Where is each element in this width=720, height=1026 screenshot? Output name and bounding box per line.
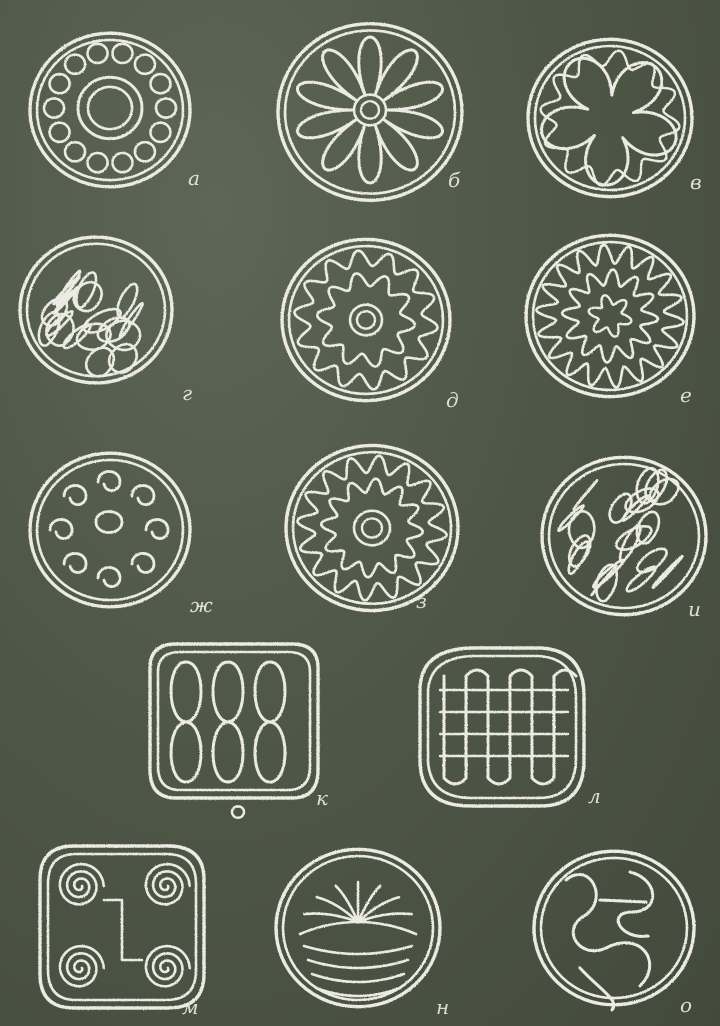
- figure-zh-hook: [132, 486, 154, 505]
- figure-zh-outer-ring: [30, 453, 190, 607]
- figure-a-loop: [112, 153, 132, 172]
- figure-a-loop: [44, 98, 64, 117]
- figure-zh-hook: [98, 472, 120, 491]
- figure-z-wave-mid: [321, 479, 423, 578]
- figure-label-a: а: [188, 168, 200, 188]
- figure-v-outer-ring: [528, 39, 692, 196]
- figure-zh-hook: [64, 486, 86, 505]
- figure-n-arc: [312, 974, 404, 982]
- figure-o-inner-ring: [541, 858, 687, 998]
- figure-k-eight: [171, 662, 201, 782]
- figure-k-eight: [213, 662, 243, 782]
- figure-m-spiral: [60, 946, 104, 986]
- figure-a-loop: [88, 153, 108, 172]
- figure-a-loop: [112, 44, 132, 63]
- figure-l-serpentine-vertical: [444, 670, 576, 784]
- figure-z-outer-ring: [286, 445, 458, 610]
- figure-a-loop: [150, 123, 170, 142]
- figure-d-wave-mid: [317, 274, 414, 367]
- figure-i-scribble: [574, 480, 598, 509]
- figure-m-connector: [104, 900, 142, 960]
- figure-b-outer-ring: [278, 24, 462, 201]
- figure-g-inner-ring: [27, 244, 165, 376]
- figure-m-spiral: [146, 946, 190, 986]
- figure-a-loop: [135, 142, 155, 161]
- figure-b-center: [354, 95, 386, 126]
- figure-label-v: в: [690, 172, 702, 192]
- figure-zh-center: [96, 512, 122, 533]
- figure-n-fan-ray: [300, 922, 358, 934]
- figure-e-outer-ring: [526, 235, 694, 396]
- figure-n-arc: [304, 946, 412, 954]
- figure-k-tail-loop: [232, 806, 244, 818]
- figure-k-eight: [255, 662, 285, 782]
- figure-zh-hook: [98, 568, 120, 587]
- figure-label-l: л: [588, 786, 601, 806]
- figure-label-k: к: [316, 788, 328, 808]
- figure-zh-hook: [50, 520, 72, 539]
- figure-a-loop: [150, 74, 170, 93]
- figure-m-spiral: [60, 864, 104, 904]
- figure-a-loop: [156, 98, 176, 117]
- figure-label-b: б: [448, 170, 460, 190]
- figure-i-scribble: [653, 556, 683, 587]
- figure-label-z: з: [416, 591, 427, 611]
- figure-label-m: м: [182, 997, 199, 1017]
- figure-a-loop: [65, 142, 85, 161]
- figure-zh-hook: [132, 553, 154, 572]
- figure-d-center-inner: [357, 311, 375, 328]
- figure-e-inner-ring: [533, 242, 687, 390]
- figure-a-loop: [135, 55, 155, 74]
- figure-label-o: о: [680, 995, 692, 1015]
- figure-a-outer-ring: [30, 33, 190, 187]
- figure-b-center-inner: [361, 101, 379, 118]
- figure-i-scribble: [569, 511, 594, 548]
- figure-a-core-inner: [88, 87, 132, 129]
- figure-a-loop: [50, 123, 70, 142]
- figure-a-loop: [65, 55, 85, 74]
- figure-n-inner-ring: [283, 856, 433, 1000]
- figure-i-scribble: [637, 549, 666, 572]
- figure-zh-inner-ring: [37, 460, 183, 600]
- figure-d-outer-ring: [282, 239, 450, 400]
- figure-z-wave-outer: [298, 456, 447, 601]
- figure-d-wave-outer: [294, 251, 437, 390]
- figure-i-inner-ring: [549, 464, 699, 608]
- figure-b-petals: [298, 37, 443, 183]
- figure-a-loop: [50, 74, 70, 93]
- figure-label-e: е: [680, 385, 692, 405]
- figure-zh-hook: [146, 520, 168, 539]
- figure-m-spiral: [146, 864, 190, 904]
- figure-label-n: н: [436, 997, 449, 1017]
- figure-v-cross: [542, 58, 677, 185]
- figure-label-d: д: [446, 390, 459, 410]
- figure-b-inner-ring: [285, 30, 455, 193]
- figure-zh-hook: [64, 553, 86, 572]
- figure-d-inner-ring: [289, 246, 443, 394]
- figure-e-core: [589, 295, 632, 336]
- figure-e-zigzag-outer: [536, 245, 683, 388]
- figure-z-center-inner: [362, 518, 382, 537]
- figure-z-inner-ring: [293, 452, 451, 604]
- figure-z-center: [354, 511, 390, 546]
- figure-e-zigzag-inner: [562, 270, 658, 363]
- figure-label-zh: ж: [190, 595, 213, 615]
- figure-label-i: и: [688, 599, 701, 619]
- figure-n-arc: [308, 960, 408, 968]
- figure-n-fan-ray: [358, 922, 416, 934]
- figure-o-outer-ring: [534, 851, 694, 1005]
- figure-a-loop: [88, 44, 108, 63]
- figure-label-g: г: [182, 383, 192, 403]
- figure-i-outer-ring: [542, 457, 706, 614]
- figure-a-inner-ring: [37, 40, 183, 180]
- figure-d-center: [350, 305, 382, 336]
